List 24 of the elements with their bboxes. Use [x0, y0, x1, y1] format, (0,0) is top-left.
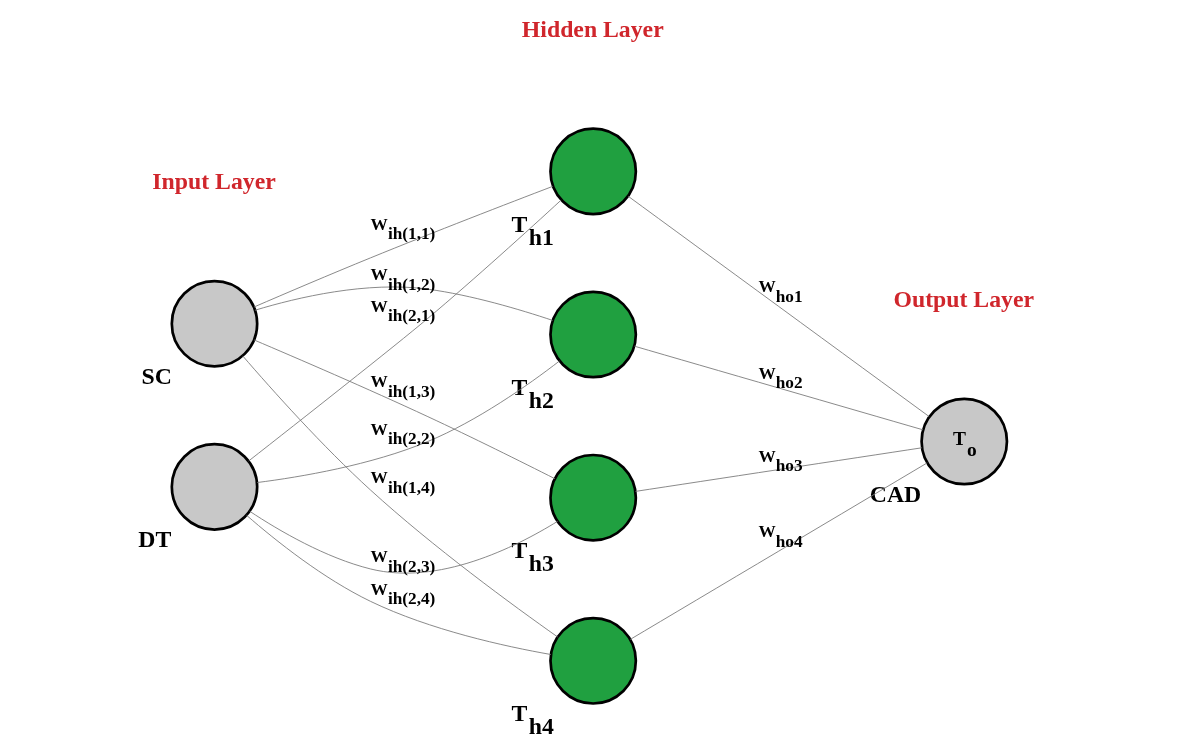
- node-circle: [170, 279, 259, 368]
- label: Input Layer: [152, 168, 276, 195]
- connector: [253, 185, 554, 308]
- connector: [635, 447, 923, 492]
- connector: [249, 510, 558, 574]
- connector: [248, 199, 562, 462]
- connector: [629, 462, 928, 640]
- connector: [634, 345, 924, 431]
- connector: [256, 360, 560, 483]
- label: Output Layer: [893, 286, 1035, 313]
- node-circle: [549, 290, 638, 379]
- connector: [254, 286, 553, 321]
- connector: [253, 339, 556, 480]
- node-label: DT: [138, 526, 172, 553]
- connector: [627, 195, 930, 418]
- node-circle: [549, 453, 638, 542]
- connector: [246, 514, 552, 655]
- node-circle: [549, 616, 638, 705]
- node-circle: [549, 127, 638, 216]
- connector: [242, 355, 559, 638]
- node-label: CAD: [869, 481, 922, 508]
- node-label: SC: [141, 363, 172, 390]
- label: Hidden Layer: [521, 16, 664, 42]
- node-circle: [170, 442, 259, 531]
